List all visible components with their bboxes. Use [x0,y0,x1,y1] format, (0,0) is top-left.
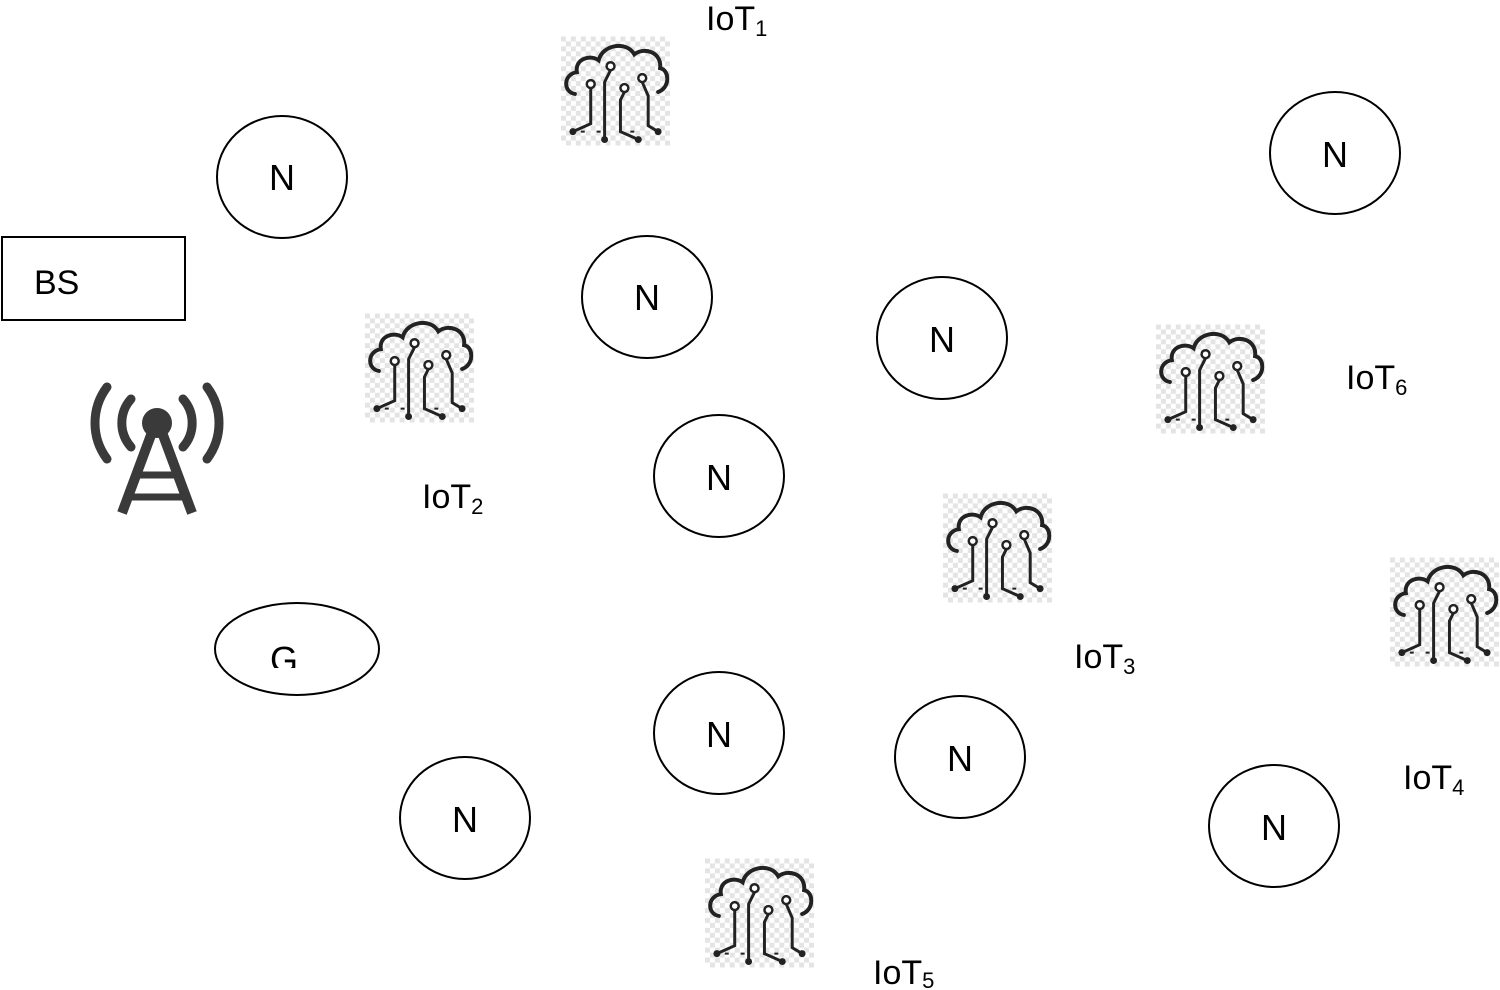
node-label: N [929,319,955,360]
node: N [894,695,1026,819]
node: N [653,671,785,795]
node-label: N [706,714,732,755]
node: N [216,115,348,239]
cloud-circuit-icon [1390,557,1499,667]
node: N [581,235,713,359]
iot-label: IoT6 [1346,359,1407,400]
iot-label: IoT2 [422,478,483,519]
iot-label: IoT4 [1403,759,1464,800]
cloud-circuit-icon [943,493,1052,603]
iot-label: IoT5 [873,954,934,990]
gateway-label: G [270,639,298,680]
node-label: N [1322,134,1348,175]
cloud-circuit-icon [1156,324,1265,434]
iot-label: IoT3 [1074,638,1135,679]
node-label: N [1261,807,1287,848]
node-label: N [269,157,295,198]
gateway: G [214,602,380,696]
node: N [876,276,1008,400]
base-station-label: BS [34,264,79,302]
cloud-circuit-icon [705,858,814,968]
cell-tower-icon [90,382,224,515]
base-station: BS [1,236,186,321]
cloud-circuit-icon [561,36,670,146]
node-label: N [706,457,732,498]
iot-label: IoT1 [706,0,767,41]
base-station-box [1,236,186,321]
node: N [653,414,785,538]
node-label: N [634,277,660,318]
cloud-circuit-icon [365,313,474,423]
gateway-ellipse [214,602,380,696]
node: N [399,756,531,880]
node: N [1208,764,1340,888]
node-label: N [452,799,478,840]
node-label: N [947,738,973,779]
node: N [1269,91,1401,215]
